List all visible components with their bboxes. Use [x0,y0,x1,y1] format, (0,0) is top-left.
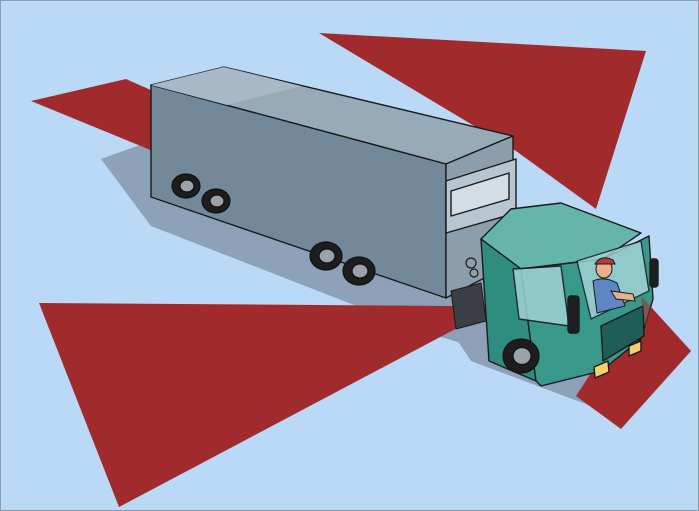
left-mirror [568,296,579,333]
cab-wheel [503,339,539,373]
right-mirror [650,259,658,287]
chassis [451,283,486,329]
wheel-rear-4 [343,257,375,285]
wheel-rear-2 [202,189,230,213]
cab-side-window [513,266,569,326]
wheel-rear-1 [172,174,200,198]
wheel-rear-3 [310,242,342,270]
